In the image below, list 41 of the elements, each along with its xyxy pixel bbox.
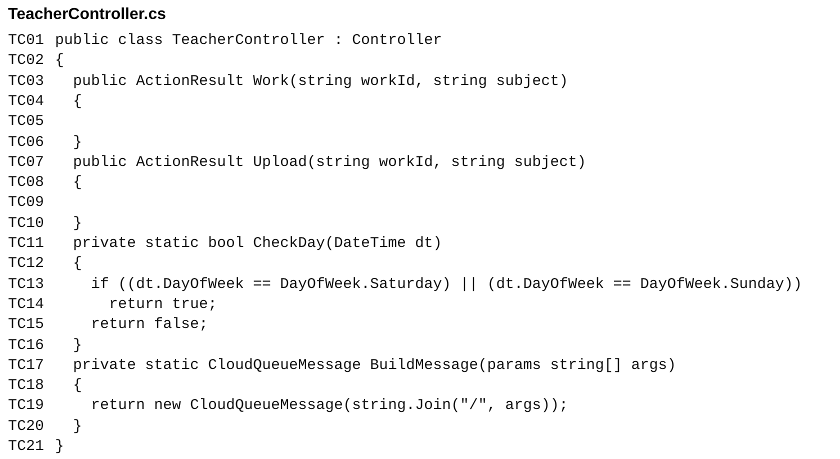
line-number: TC06 [8, 134, 44, 152]
code-line: } [73, 418, 82, 436]
code-line: } [55, 438, 64, 456]
code-line: return false; [91, 316, 208, 334]
code-line: { [73, 377, 82, 396]
line-number: TC01 [8, 32, 44, 50]
line-number: TC09 [8, 194, 44, 212]
code-line: { [55, 52, 64, 70]
line-number: TC03 [8, 72, 44, 91]
code-line: public class TeacherController : Controller [55, 32, 442, 50]
line-number: TC16 [8, 336, 44, 354]
code-line: private static CloudQueueMessage BuildMessage(params string[] args) [73, 356, 676, 375]
line-number: TC05 [8, 113, 44, 132]
code-line: private static bool CheckDay(DateTime dt) [73, 235, 442, 253]
line-number: TC12 [8, 255, 44, 274]
code-line: public ActionResult Upload(string workId, string subject) [73, 154, 586, 172]
line-number: TC15 [8, 316, 44, 334]
code-line: } [73, 134, 82, 152]
code-line: { [73, 255, 82, 274]
line-number: TC21 [8, 438, 44, 456]
line-number: TC10 [8, 214, 44, 233]
line-number: TC02 [8, 52, 44, 70]
code-line: public ActionResult Work(string workId, string subject) [73, 72, 568, 91]
line-number: TC07 [8, 154, 44, 172]
line-number: TC13 [8, 276, 44, 294]
line-number: TC11 [8, 235, 44, 253]
code-line: if ((dt.DayOfWeek == DayOfWeek.Saturday) || (dt.DayOfWeek == DayOfWeek.Sunday)) [91, 276, 802, 294]
line-number: TC18 [8, 377, 44, 396]
line-number: TC14 [8, 296, 44, 314]
code-line: return new CloudQueueMessage(string.Join("/", args)); [91, 397, 568, 416]
line-number: TC08 [8, 174, 44, 192]
line-number: TC19 [8, 397, 44, 416]
code-line: { [73, 174, 82, 192]
code-line: return true; [109, 296, 218, 314]
code-line: } [73, 214, 82, 233]
code-line: } [73, 336, 82, 354]
code-line: { [73, 92, 82, 111]
line-number: TC17 [8, 356, 44, 375]
file-title: TeacherController.cs [8, 6, 166, 24]
line-number: TC04 [8, 92, 44, 111]
line-number: TC20 [8, 418, 44, 436]
